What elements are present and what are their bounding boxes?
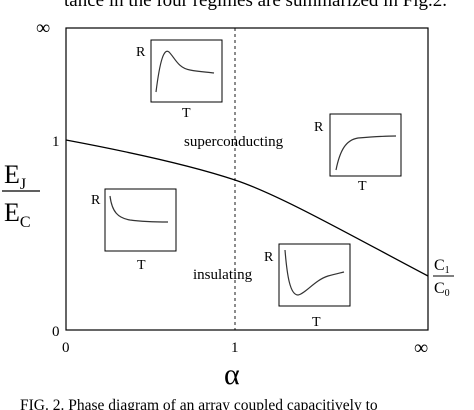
y-tick-infinity: ∞	[36, 17, 50, 39]
x-tick-zero: 0	[62, 340, 70, 356]
right-label-numerator: C1	[434, 257, 450, 276]
right-label-denominator: C0	[434, 280, 450, 299]
inset-t-label: T	[358, 179, 367, 194]
inset-rise-saturate: R T	[314, 113, 402, 194]
inset-t-label: T	[312, 315, 321, 330]
plot-frame	[65, 27, 429, 331]
inset-t-label: T	[182, 106, 191, 121]
y-label-numerator: EJ	[4, 160, 26, 193]
y-tick-zero: 0	[52, 324, 60, 340]
inset-peak-decay: R T	[136, 39, 223, 121]
inset-decay: R T	[91, 188, 177, 273]
header-text: tance in the four regimes are summarized…	[64, 0, 447, 11]
x-tick-infinity: ∞	[414, 337, 428, 359]
y-label-denominator: EC	[4, 198, 31, 231]
y-tick-one: 1	[52, 134, 60, 150]
phase-boundary-curve	[65, 139, 429, 277]
inset-r-label: R	[91, 193, 101, 208]
x-axis-label-alpha: α	[224, 358, 240, 391]
inset-r-label: R	[136, 45, 146, 60]
x-tick-one: 1	[231, 340, 239, 356]
inset-r-label: R	[264, 250, 274, 265]
figure-caption: FIG. 2. Phase diagram of an array couple…	[20, 397, 378, 410]
inset-dip-rise: R T	[264, 243, 351, 330]
inset-r-label: R	[314, 120, 324, 135]
region-label-superconducting: superconducting	[184, 134, 284, 150]
region-label-insulating: insulating	[193, 267, 253, 283]
inset-t-label: T	[137, 258, 146, 273]
